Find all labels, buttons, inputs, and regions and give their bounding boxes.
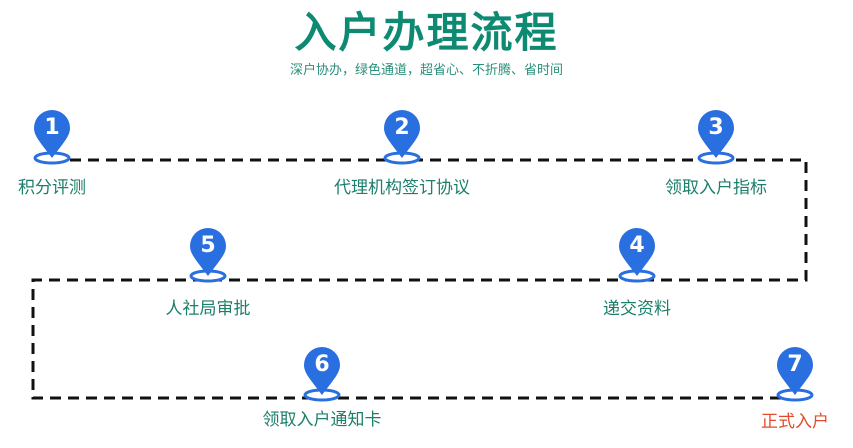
step-5-number: 5 [200,233,216,258]
step-3-pin-icon: 3 [696,110,736,168]
step-2-pin-icon: 2 [382,110,422,168]
step-5-pin-icon: 5 [188,228,228,286]
page-title: 入户办理流程 [294,8,559,57]
step-2-label: 代理机构签订协议 [334,178,470,198]
step-7-label: 正式入户 [761,412,829,432]
page-subtitle: 深户协办，绿色通道，超省心、不折腾、省时间 [289,63,563,78]
step-4-pin-icon: 4 [617,228,657,286]
step-1-label: 积分评测 [18,178,86,198]
step-1-number: 1 [44,115,60,140]
step-6-pin-icon: 6 [302,347,342,405]
step-4-number: 4 [629,233,645,258]
step-4-label: 递交资料 [603,299,671,319]
step-6-number: 6 [314,352,330,377]
step-6-label: 领取入户通知卡 [262,410,382,430]
step-7-pin-icon: 7 [775,347,815,405]
step-7-number: 7 [787,352,803,377]
step-1-pin-icon: 1 [32,110,72,168]
step-3-number: 3 [708,115,724,140]
step-5-label: 人社局审批 [165,299,251,319]
step-3-label: 领取入户指标 [665,178,767,198]
step-2-number: 2 [394,115,410,140]
